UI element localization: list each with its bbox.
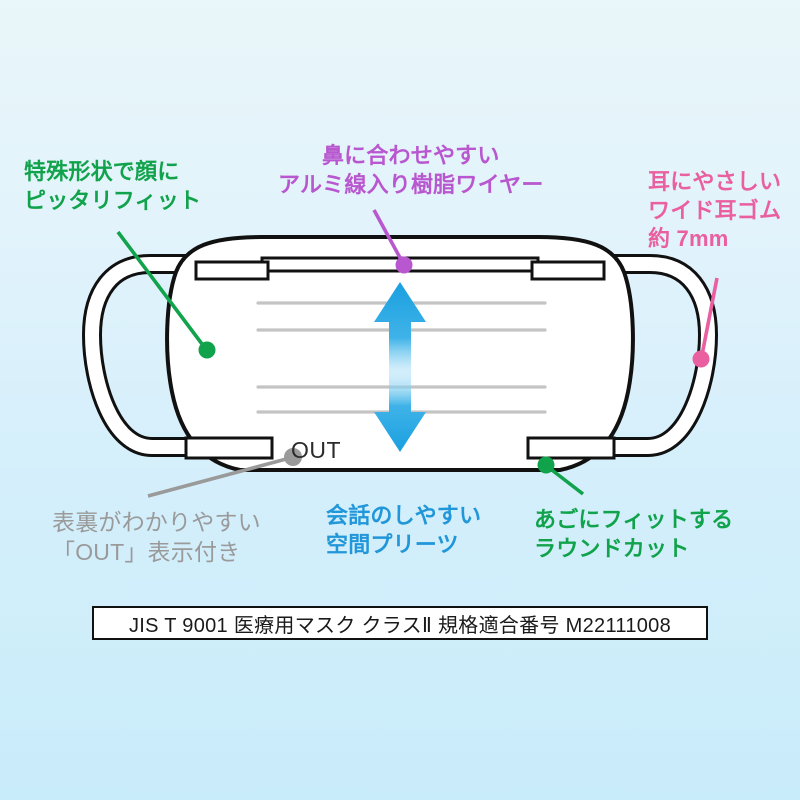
leader-out	[147, 448, 302, 498]
callout-pleats-line1: 会話のしやすい	[326, 503, 482, 528]
callout-fit-line1: 特殊形状で顔に	[24, 159, 180, 184]
callout-earloop-line3: 約 7mm	[648, 226, 729, 252]
callout-earloop-line2: ワイド耳ゴム	[648, 197, 782, 223]
callout-wide-ear-loop: 耳にやさしい ワイド耳ゴム 約 7mm	[648, 168, 781, 254]
callout-wire-line1: 鼻に合わせやすい	[321, 143, 500, 168]
leader-round	[537, 456, 585, 496]
callout-nose-wire: 鼻に合わせやすい アルミ線入り樹脂ワイヤー	[278, 142, 544, 199]
callout-round-line1: あごにフィットする	[534, 507, 734, 532]
ear-loop-right	[558, 254, 718, 457]
ear-loop-tabs	[184, 260, 616, 460]
callout-earloop-line1: 耳にやさしい	[648, 169, 782, 194]
jis-certification-box: JIS T 9001 医療用マスク クラスⅡ 規格適合番号 M22111008	[92, 606, 708, 640]
callout-space-pleats: 会話のしやすい 空間プリーツ	[326, 502, 481, 559]
ear-loop-left	[82, 254, 242, 457]
leader-fit	[116, 230, 216, 359]
callout-round-cut: あごにフィットする ラウンドカット	[534, 506, 733, 563]
arrow-down-icon	[374, 368, 426, 452]
callout-out-line2: 「OUT」表示付き	[52, 538, 241, 565]
leader-wire	[372, 209, 413, 274]
callout-out-marking: 表裏がわかりやすい 「OUT」表示付き	[52, 508, 261, 568]
out-marking-label: OUT	[291, 437, 342, 463]
callout-fit-line2: ピッタリフィット	[24, 187, 202, 213]
callout-wire-line2: アルミ線入り樹脂ワイヤー	[278, 171, 544, 197]
callout-special-shape-fit: 特殊形状で顔に ピッタリフィット	[24, 158, 201, 215]
callout-out-line1: 表裏がわかりやすい	[52, 509, 261, 535]
callout-pleats-line2: 空間プリーツ	[326, 531, 459, 557]
jis-certification-text: JIS T 9001 医療用マスク クラスⅡ 規格適合番号 M22111008	[128, 614, 672, 637]
arrow-up-icon	[374, 282, 426, 384]
callout-round-line2: ラウンドカット	[534, 535, 690, 561]
leader-earloop	[692, 277, 719, 368]
